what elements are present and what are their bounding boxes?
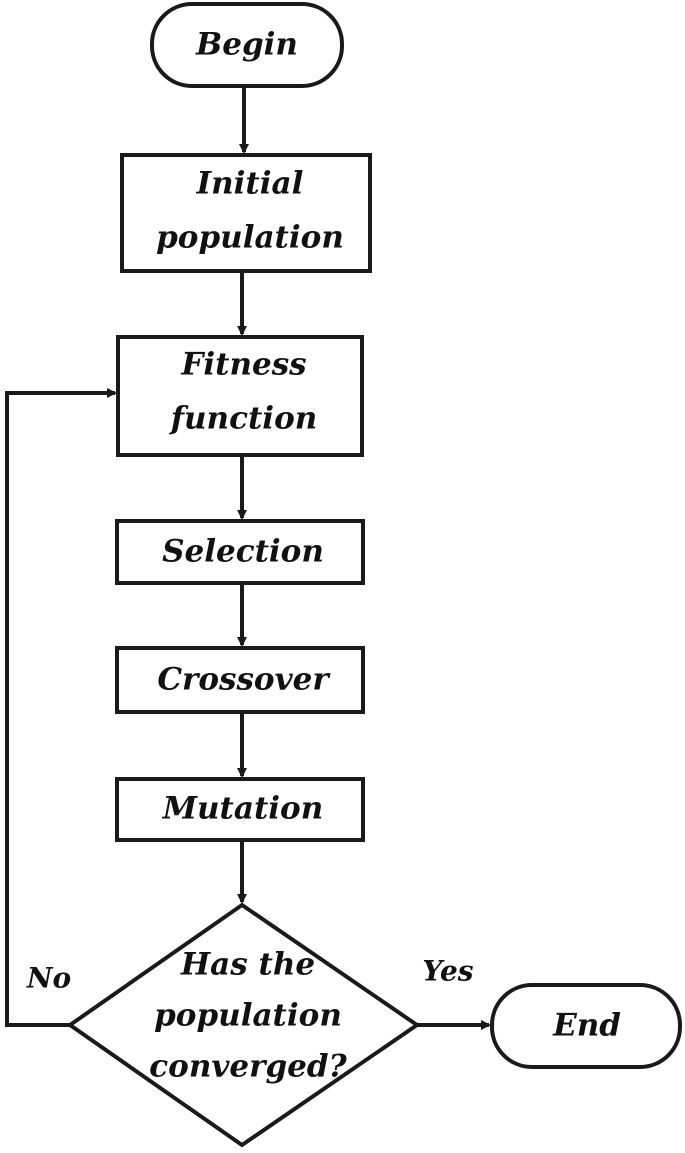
- initial-population-label-line-2: population: [156, 220, 344, 256]
- initial-population-label-line-1: Initial: [196, 166, 304, 202]
- crossover-label: Crossover: [157, 662, 331, 698]
- arrow-no-loop-to-fitness: [5, 388, 117, 1027]
- decision-label-line-3: converged?: [149, 1049, 347, 1085]
- begin-label: Begin: [195, 27, 298, 63]
- selection-node: Selection: [115, 519, 365, 585]
- fitness-function-label-line-2: function: [169, 401, 318, 437]
- selection-label: Selection: [162, 534, 324, 570]
- decision-label-line-2: population: [154, 998, 342, 1034]
- initial-population-node: Initial population: [120, 153, 372, 273]
- convergence-decision-node: Has the population converged?: [66, 902, 421, 1148]
- end-label: End: [552, 1008, 621, 1044]
- mutation-label: Mutation: [162, 791, 324, 827]
- no-branch-label: No: [26, 962, 71, 995]
- yes-branch-label: Yes: [422, 955, 473, 988]
- mutation-node: Mutation: [115, 777, 365, 842]
- decision-label-line-1: Has the: [180, 947, 315, 983]
- fitness-function-node: Fitness function: [116, 335, 364, 457]
- begin-node: Begin: [150, 2, 344, 88]
- fitness-function-label-line-1: Fitness: [180, 347, 306, 383]
- crossover-node: Crossover: [115, 646, 365, 714]
- end-node: End: [490, 983, 682, 1069]
